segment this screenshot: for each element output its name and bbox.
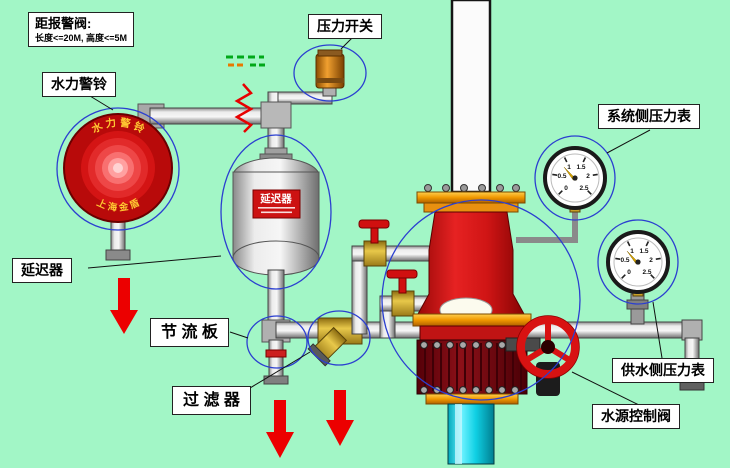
- callout-title: 距报警阀:: [35, 16, 92, 31]
- flex-connector: [234, 83, 254, 133]
- svg-text:水 力 警 铃: 水 力 警 铃: [88, 116, 147, 137]
- pressure-switch-annotation-ellipse: [293, 44, 367, 102]
- system-gauge-annotation-ellipse: [534, 135, 616, 221]
- alarm-test-valve-upper: [351, 219, 433, 335]
- gauge-tick: 2: [586, 173, 590, 180]
- label-filter: 过 滤 器: [172, 386, 251, 416]
- system-side-pressure-gauge: 0 0.5 1 1.5 2 2.5: [543, 146, 607, 213]
- drain-arrow-bell: [110, 278, 138, 334]
- gauge-tick: 2: [649, 257, 653, 264]
- gauge-tick: 2.5: [642, 269, 651, 276]
- gauge-tick: 1: [567, 164, 571, 171]
- valve-t-handle: [358, 219, 390, 229]
- label-leader-lines: [87, 37, 663, 407]
- switch-wires: [226, 55, 265, 67]
- supply-gauge-stem: [626, 293, 649, 325]
- supply-side-riser-pipe: [447, 403, 495, 465]
- callout-subtitle: 长度<=20M, 高度<=5M: [35, 32, 128, 43]
- gauge-tick: 1.5: [576, 164, 585, 171]
- filter-annotation-ellipse: [307, 310, 371, 366]
- gauge-tick: 2.5: [579, 185, 588, 192]
- valve-annotation-ellipse: [381, 199, 581, 401]
- annotation-ellipses: [56, 44, 679, 401]
- bell-annotation-ellipse: [56, 107, 180, 231]
- bell-drip-pipe: [105, 219, 131, 261]
- supply-gauge-annotation-ellipse: [597, 219, 679, 305]
- gauge-tick: 0.5: [557, 173, 566, 180]
- label-system-side-gauge: 系统侧压力表: [598, 104, 700, 129]
- gauge-tick: 0: [627, 269, 631, 276]
- label-pressure-switch: 压力开关: [308, 14, 382, 39]
- system-side-riser-pipe: [450, 0, 492, 194]
- flow-arrows: [110, 278, 354, 458]
- supply-side-pressure-gauge: 0 0.5 1 1.5 2 2.5: [606, 230, 670, 297]
- svg-text:上 海 金 盾: 上 海 金 盾: [95, 196, 142, 214]
- system-gauge-stem: [516, 206, 578, 243]
- distance-note-callout: 距报警阀: 长度<=20M, 高度<=5M: [28, 12, 135, 48]
- water-motor-alarm-bell: 水 力 警 铃 上 海 金 盾: [63, 113, 173, 223]
- pressure-switch-device: [315, 49, 345, 89]
- retard-chamber: 延迟器: [232, 147, 320, 276]
- gauge-tick: 0: [564, 185, 568, 192]
- label-delay-chamber: 延迟器: [12, 258, 72, 283]
- retard-chamber-annotation-ellipse: [220, 134, 332, 290]
- bell-arc-top-text: 水 力 警 铃: [88, 116, 147, 137]
- label-supply-side-gauge: 供水侧压力表: [612, 358, 714, 383]
- retard-chamber-plate-title: 延迟器: [259, 192, 292, 205]
- drum-bolts: [420, 341, 519, 394]
- drain-arrow-filter: [326, 390, 354, 446]
- valve-t-handle: [386, 269, 418, 279]
- throttle-plate-fitting: [265, 349, 287, 358]
- alarm-valve-assembly: [412, 184, 532, 405]
- label-water-source-control-valve: 水源控制阀: [592, 404, 680, 429]
- gauge-tick: 0.5: [620, 257, 629, 264]
- label-throttle-plate: 节 流 板: [150, 318, 229, 348]
- throttle-annotation-ellipse: [246, 315, 308, 369]
- gauge-tick: 1: [630, 248, 634, 255]
- gauge-tick: 1.5: [639, 248, 648, 255]
- bell-arc-bottom-text: 上 海 金 盾: [95, 196, 142, 214]
- label-water-alarm-bell: 水力警铃: [42, 72, 116, 97]
- drain-arrow-chamber: [266, 400, 294, 458]
